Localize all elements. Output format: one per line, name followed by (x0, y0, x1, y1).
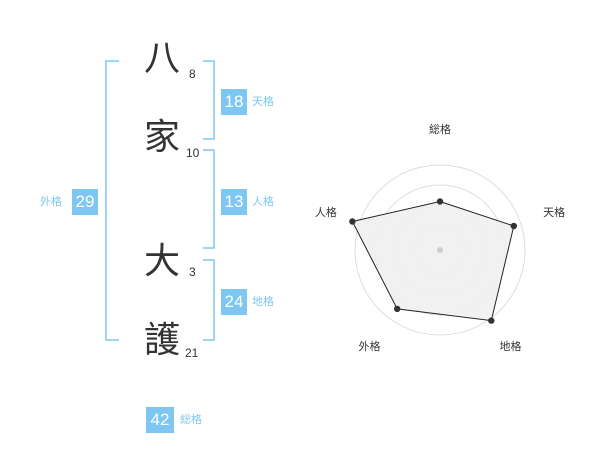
chikaku-value: 24 (221, 289, 247, 315)
radar-ring (354, 164, 526, 336)
gaikaku-value: 29 (72, 189, 98, 215)
jinkaku-label: 人格 (252, 195, 274, 208)
radar-axis-label: 地格 (500, 339, 522, 353)
jinkaku-bracket (203, 149, 215, 249)
gaikaku-bracket (105, 60, 119, 341)
radar-point-2 (510, 222, 517, 230)
chikaku-label: 地格 (252, 295, 274, 308)
radar-axis-label: 人格 (315, 205, 337, 219)
radar-point-5 (349, 218, 356, 225)
name-char-3: 大 (143, 241, 180, 282)
name-char-2: 家 (143, 117, 180, 158)
radar-point-4 (394, 305, 401, 313)
tenkaku-value: 18 (221, 89, 247, 115)
jinkaku-value: 13 (221, 189, 247, 215)
radar-axis-label: 天格 (543, 205, 565, 219)
radar-axis-label: 外格 (359, 339, 381, 353)
radar-center-dot (437, 247, 443, 253)
stroke-count-1: 8 (189, 67, 196, 81)
soukaku-value: 42 (146, 407, 174, 433)
name-char-4: 護 (143, 320, 180, 361)
soukaku-label: 総格 (180, 413, 202, 426)
name-char-1: 八 (143, 38, 180, 79)
radar-axis-label: 総格 (429, 122, 451, 136)
stroke-count-2: 10 (186, 146, 200, 160)
radar-point-3 (488, 317, 495, 324)
radar-point-1 (436, 198, 444, 205)
bracket-lines (105, 60, 215, 341)
gaikaku-label: 外格 (40, 195, 62, 208)
radar-polygon (351, 200, 515, 322)
stroke-count-4: 21 (185, 346, 199, 360)
tenkaku-label: 天格 (252, 95, 274, 108)
tenkaku-bracket (203, 60, 215, 140)
stroke-count-3: 3 (189, 265, 196, 279)
chikaku-bracket (203, 259, 215, 341)
